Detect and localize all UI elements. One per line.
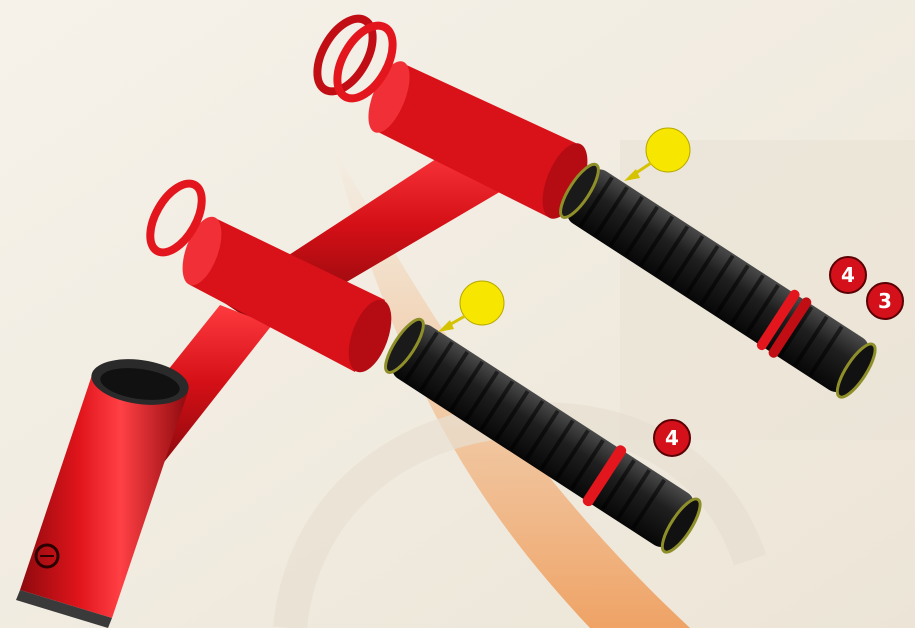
badge-upper-grip-ring-a: 4 bbox=[830, 257, 866, 293]
badge-upper-grip-ring-b: 3 bbox=[867, 283, 903, 319]
badge-lower-grip-ring: 4 bbox=[654, 420, 690, 456]
badge-label: 4 bbox=[841, 263, 855, 287]
badge-label: 4 bbox=[665, 426, 679, 450]
badge-label: 3 bbox=[878, 289, 892, 313]
